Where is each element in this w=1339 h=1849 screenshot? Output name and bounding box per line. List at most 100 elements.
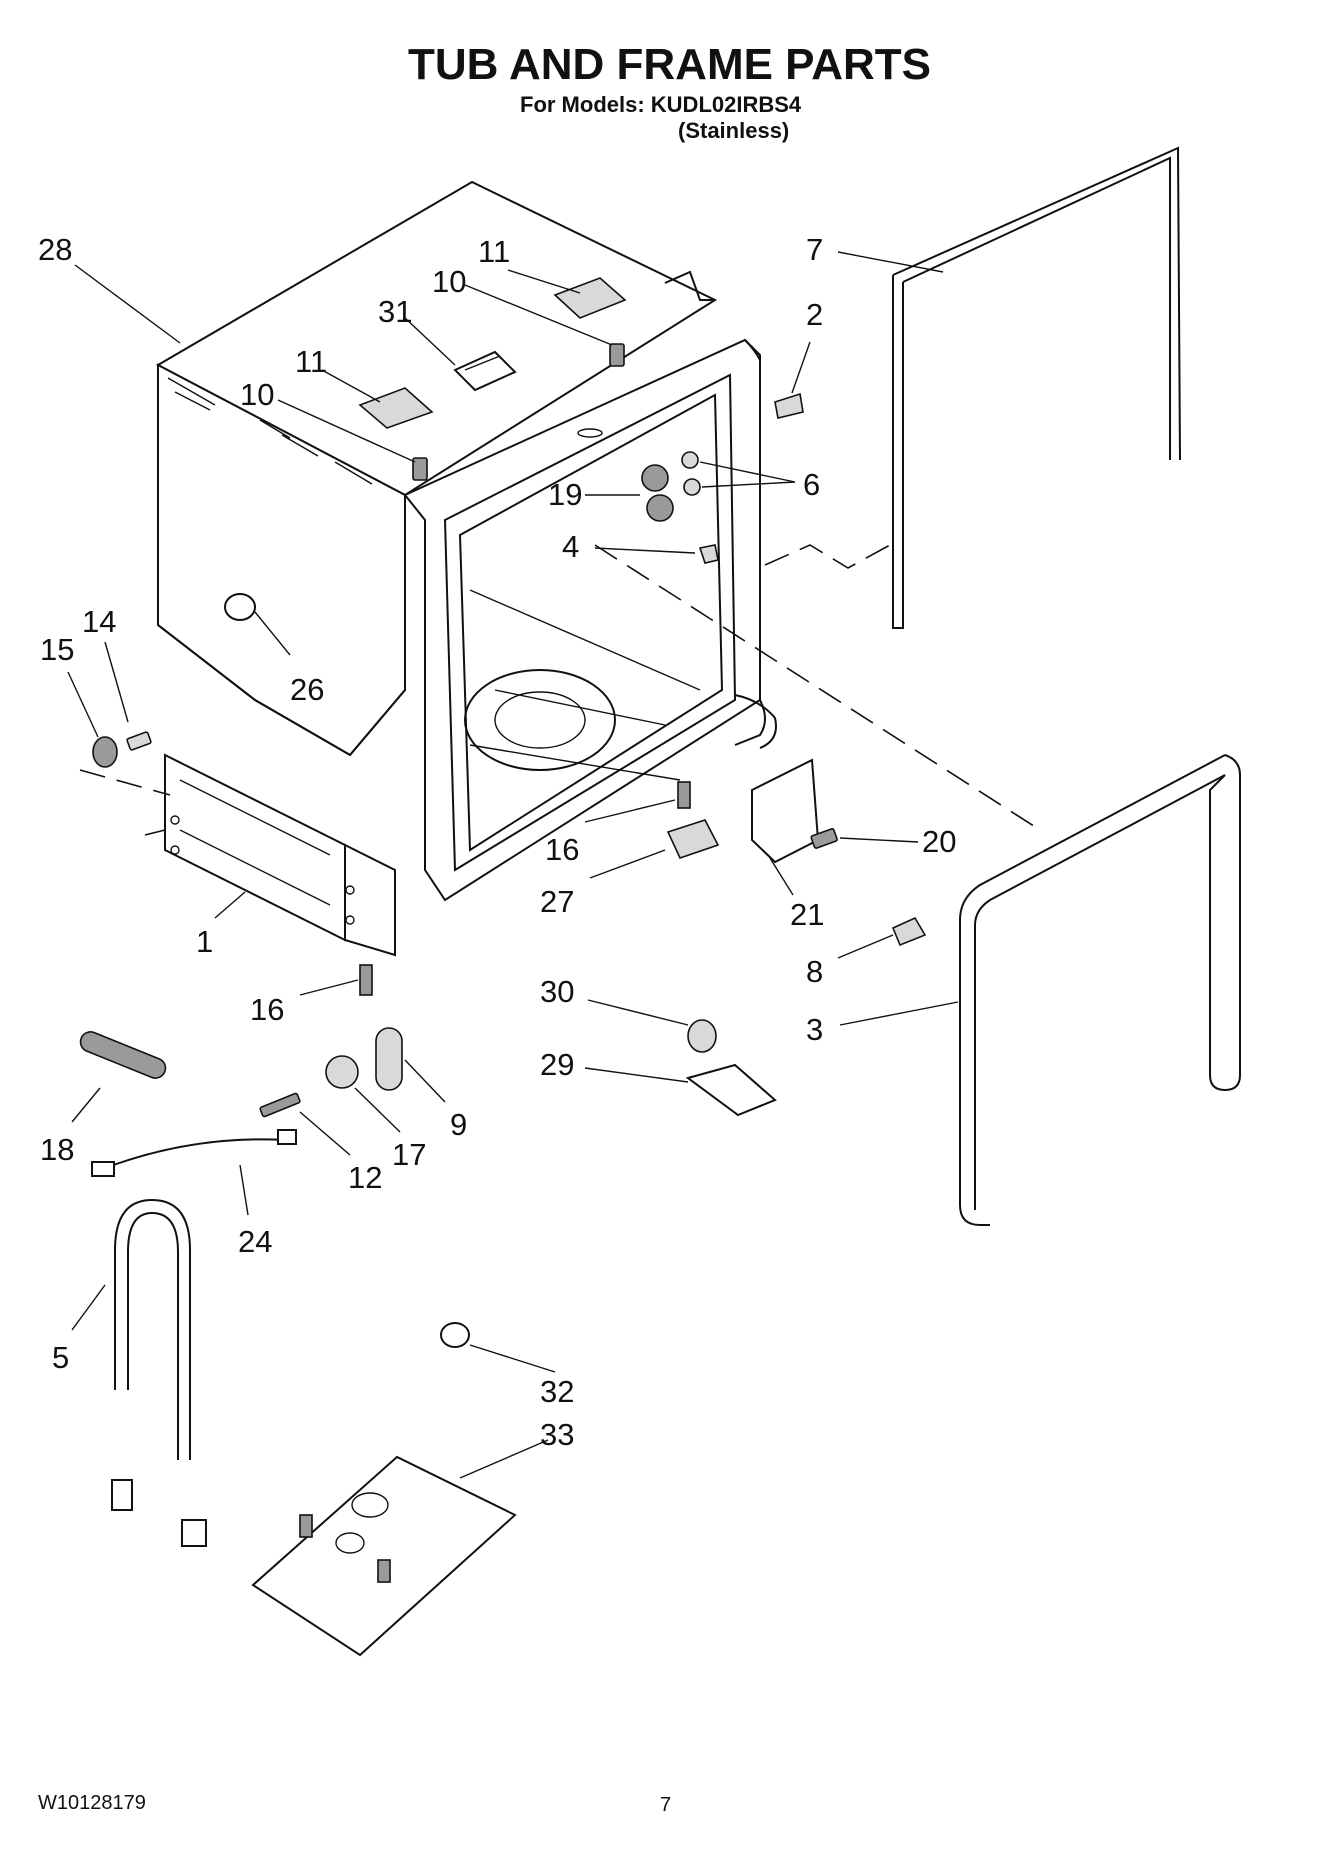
leader-11a bbox=[507, 269, 581, 294]
leader-14 bbox=[104, 641, 129, 723]
callout-20: 20 bbox=[922, 824, 956, 859]
spray-arm-base bbox=[464, 669, 616, 771]
wire-24 bbox=[99, 1138, 286, 1171]
leader-11b bbox=[321, 369, 381, 403]
plate-9 bbox=[375, 1027, 403, 1091]
callout-29: 29 bbox=[540, 1047, 574, 1082]
page-number: 7 bbox=[660, 1794, 672, 1816]
callout-21: 21 bbox=[790, 897, 824, 932]
callout-labels: 28 11 10 31 11 10 7 2 19 6 4 15 14 26 16… bbox=[38, 232, 956, 1452]
hinge-plate-11-left bbox=[358, 387, 434, 429]
callout-28: 28 bbox=[38, 232, 72, 267]
models-finish: (Stainless) bbox=[678, 118, 790, 143]
leader-28 bbox=[74, 264, 181, 344]
callout-7: 7 bbox=[806, 232, 823, 267]
callout-9: 9 bbox=[450, 1107, 467, 1142]
bracket-hole-1 bbox=[170, 815, 180, 825]
base-bracket bbox=[164, 753, 346, 942]
leader-16a bbox=[584, 799, 676, 823]
models-label: For Models: KUDL02IRBS4 bbox=[520, 92, 802, 117]
callout-12: 12 bbox=[348, 1160, 382, 1195]
callout-1: 1 bbox=[196, 924, 213, 959]
bag-screw-1 bbox=[299, 1514, 313, 1538]
leader-18 bbox=[71, 1087, 101, 1123]
leader-26 bbox=[254, 611, 291, 656]
leader-7 bbox=[837, 251, 944, 273]
assembly-line-door bbox=[764, 544, 891, 569]
bag-clamp-small bbox=[335, 1532, 365, 1554]
base-bracket-slots bbox=[179, 779, 331, 906]
tub-inner-rim bbox=[458, 393, 724, 852]
tub-side-slant bbox=[157, 624, 406, 757]
leader-12 bbox=[299, 1111, 351, 1156]
hose-5-inner bbox=[127, 1211, 179, 1460]
callout-17: 17 bbox=[392, 1137, 426, 1172]
leader-9 bbox=[404, 1059, 446, 1103]
screw-10-right bbox=[609, 343, 625, 367]
tub-rear-lip bbox=[664, 270, 715, 301]
callout-2: 2 bbox=[806, 297, 823, 332]
callout-30: 30 bbox=[540, 974, 574, 1009]
leader-30 bbox=[587, 999, 689, 1026]
leader-29 bbox=[584, 1067, 689, 1083]
hose-5-end-left bbox=[111, 1479, 133, 1511]
washer-6-top bbox=[681, 451, 699, 469]
callout-16b: 16 bbox=[250, 992, 284, 1027]
leader-lines bbox=[67, 251, 959, 1479]
bracket-29 bbox=[685, 1063, 777, 1117]
callout-16a: 16 bbox=[545, 832, 579, 867]
callout-11a: 11 bbox=[478, 234, 510, 269]
tub-foot-roll bbox=[734, 694, 777, 749]
spring-18 bbox=[79, 1031, 167, 1079]
hinge-plate-11-right bbox=[553, 277, 627, 319]
plug-4 bbox=[698, 544, 719, 564]
parts-bag-33 bbox=[251, 1455, 517, 1657]
callout-11b: 11 bbox=[295, 344, 327, 379]
wire-24-terminal-right bbox=[277, 1129, 297, 1145]
spray-arm-lines bbox=[469, 689, 681, 781]
washer-6-bottom bbox=[683, 478, 701, 496]
leader-4 bbox=[594, 547, 696, 554]
bracket-21 bbox=[751, 758, 820, 864]
callout-10b: 10 bbox=[240, 377, 274, 412]
leg-16-lower bbox=[359, 964, 373, 996]
leader-10b bbox=[277, 399, 416, 463]
screw-2 bbox=[774, 392, 804, 419]
leader-32 bbox=[469, 1344, 556, 1373]
bottom-seal-right bbox=[1209, 754, 1241, 1092]
hinge-plates bbox=[358, 277, 627, 481]
leader-8 bbox=[837, 934, 894, 959]
page-title: TUB AND FRAME PARTS bbox=[407, 40, 932, 89]
callout-8: 8 bbox=[806, 954, 823, 989]
clip-27 bbox=[666, 819, 720, 859]
leader-33 bbox=[459, 1439, 549, 1479]
leg-16-upper bbox=[677, 781, 691, 809]
hardware-parts bbox=[79, 392, 927, 1657]
leader-31 bbox=[404, 317, 456, 366]
leader-1 bbox=[214, 891, 246, 919]
callout-31: 31 bbox=[378, 294, 412, 329]
tub-assembly bbox=[155, 180, 777, 957]
leader-20 bbox=[839, 837, 919, 843]
roller-19-bottom bbox=[646, 494, 674, 522]
callout-6: 6 bbox=[803, 467, 820, 502]
button-26 bbox=[224, 593, 256, 621]
tub-right-edge bbox=[734, 339, 766, 746]
door-seal-7 bbox=[892, 146, 1181, 629]
leader-5 bbox=[71, 1284, 106, 1331]
document-number: W10128179 bbox=[38, 1792, 146, 1814]
screw-20 bbox=[810, 828, 838, 849]
tub-hatch bbox=[167, 377, 373, 485]
callout-33: 33 bbox=[540, 1417, 574, 1452]
base-bracket-end bbox=[344, 843, 396, 957]
leader-27 bbox=[589, 849, 666, 879]
bracket-hole-4 bbox=[345, 915, 355, 925]
nut-15 bbox=[92, 736, 118, 768]
bottom-seal-outer bbox=[959, 754, 1226, 1226]
callout-14: 14 bbox=[82, 604, 116, 639]
assembly-line-bottom bbox=[594, 544, 1041, 831]
door-seal-inner bbox=[902, 156, 1171, 460]
leader-21 bbox=[769, 857, 794, 896]
callout-18: 18 bbox=[40, 1132, 74, 1167]
